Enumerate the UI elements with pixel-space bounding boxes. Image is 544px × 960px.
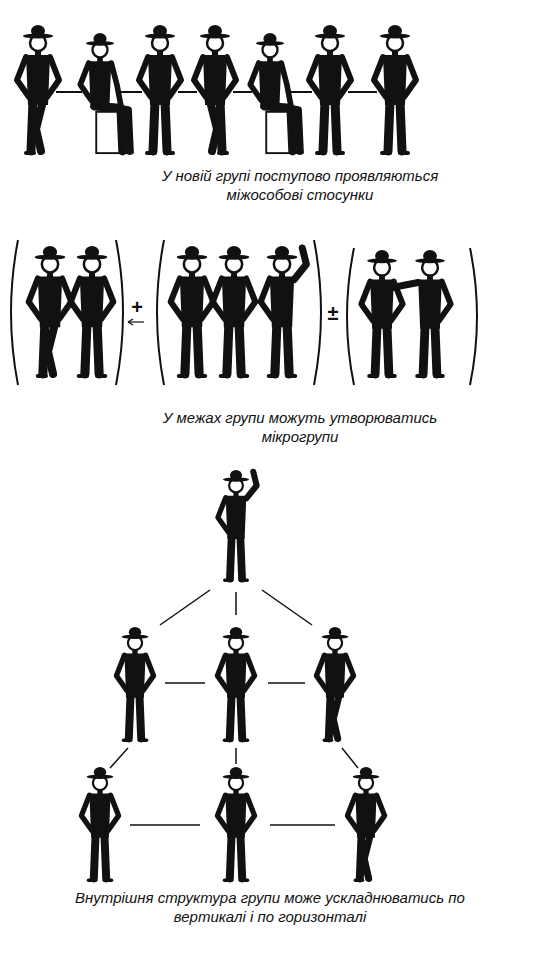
- person-figure: [383, 250, 451, 376]
- person-figure: [81, 767, 118, 880]
- hierarchy-line: [268, 682, 305, 684]
- hierarchy-line: [110, 748, 128, 768]
- caption-text-box: Внутрішня структура групи може ускладнюв…: [50, 888, 490, 926]
- relation-arrow: [128, 322, 133, 325]
- group-bracket: [116, 240, 123, 385]
- person-figure: [374, 25, 416, 153]
- relation-dash: [56, 91, 82, 93]
- person-figure: [71, 246, 114, 376]
- person-figure: [218, 470, 257, 580]
- relation-sign-box: +: [126, 296, 148, 318]
- group-bracket: [314, 240, 321, 385]
- relation-sign: ±: [328, 302, 339, 324]
- person-figure: [80, 33, 132, 153]
- hierarchy-line: [160, 590, 210, 625]
- relation-arrow: [128, 321, 144, 322]
- hierarchy-line: [262, 590, 312, 625]
- hierarchy-line: [130, 824, 200, 826]
- person-figure: [17, 25, 59, 153]
- relation-dash: [288, 91, 312, 93]
- group-bracket: [347, 248, 354, 385]
- hierarchy-line: [165, 682, 205, 684]
- relation-sign: +: [131, 296, 143, 318]
- person-figure: [347, 767, 384, 880]
- person-figure: [309, 25, 351, 153]
- person-figure: [171, 246, 214, 376]
- person-figure: [213, 246, 256, 376]
- group-bracket: [157, 240, 164, 385]
- person-figure: [139, 25, 181, 153]
- relation-dash: [233, 91, 252, 93]
- person-figure: [194, 25, 236, 153]
- hierarchy-line: [270, 824, 335, 826]
- person-figure: [250, 33, 302, 153]
- group-bracket: [470, 248, 477, 385]
- caption-text-box: У новій групі поступово проявляються між…: [150, 166, 450, 204]
- hierarchy-line: [342, 748, 358, 768]
- relation-arrow: [128, 319, 133, 322]
- person-figure: [361, 250, 402, 376]
- person-figure: [217, 767, 254, 880]
- person-figure: [261, 246, 307, 376]
- person-figure: [116, 627, 153, 740]
- relation-dash: [348, 91, 377, 93]
- caption-text: У межах групи можуть утворюватись мікрог…: [163, 409, 437, 445]
- relation-dash: [178, 91, 197, 93]
- hierarchy-line: [235, 592, 237, 615]
- person-figure: [217, 627, 254, 740]
- person-figure: [29, 246, 72, 376]
- hierarchy-line: [235, 748, 237, 764]
- caption-text: У новій групі поступово проявляються між…: [162, 167, 439, 203]
- caption-text: Внутрішня структура групи може ускладнюв…: [75, 889, 465, 925]
- person-figure: [316, 627, 353, 740]
- relation-dash: [118, 91, 142, 93]
- group-bracket: [11, 240, 18, 385]
- caption-text-box: У межах групи можуть утворюватись мікрог…: [150, 408, 450, 446]
- relation-sign-box: ±: [322, 302, 344, 324]
